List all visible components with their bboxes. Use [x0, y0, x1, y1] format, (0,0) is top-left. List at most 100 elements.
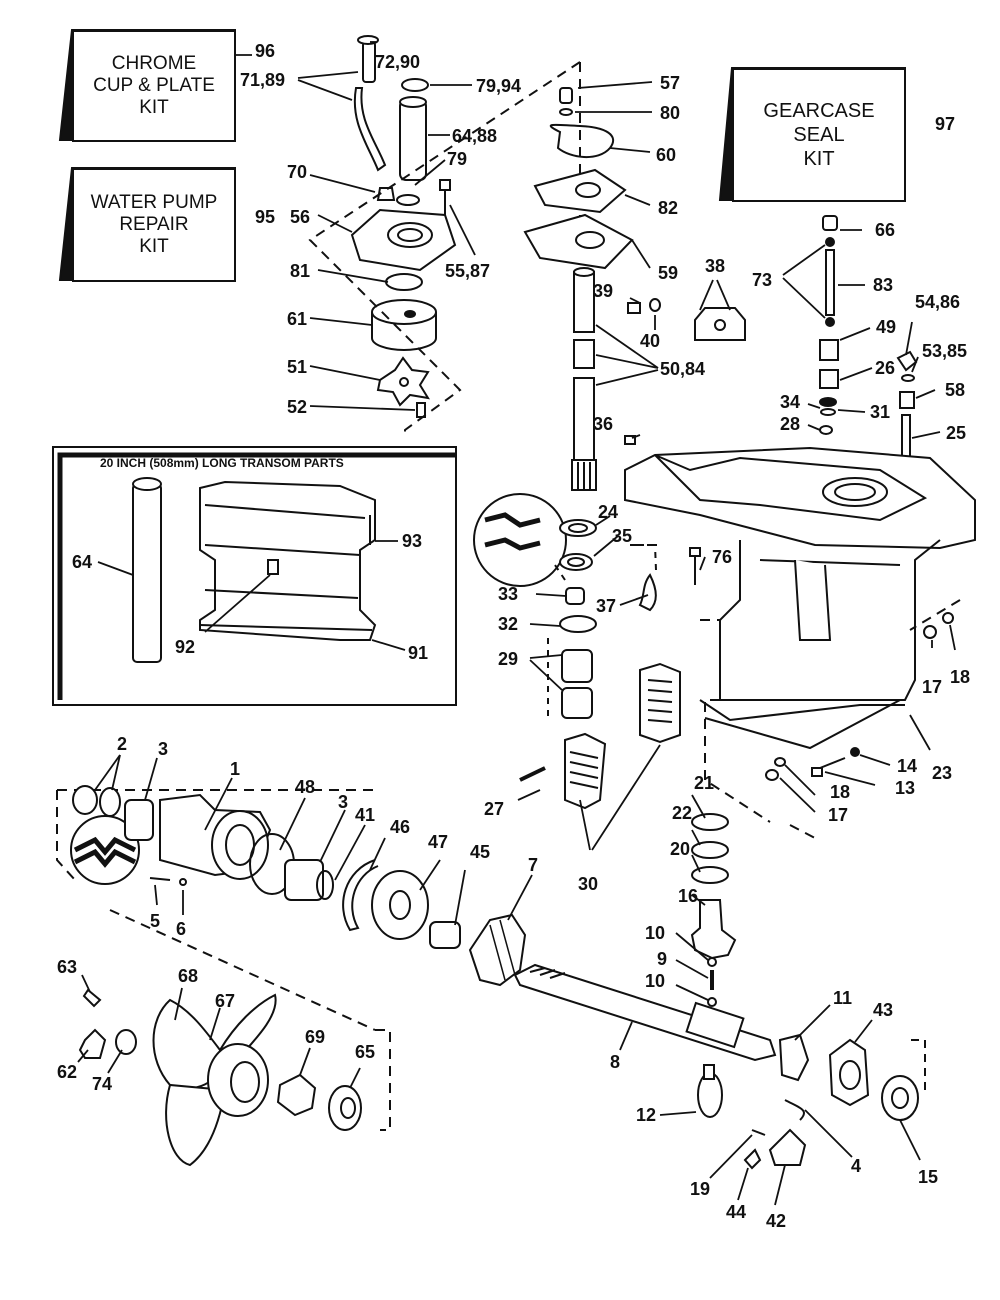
callout-13: 13 — [895, 778, 916, 798]
callout-10b: 10 — [645, 971, 666, 991]
callout-65: 65 — [355, 1042, 376, 1062]
callout-45: 45 — [470, 842, 491, 862]
callout-7: 7 — [528, 855, 539, 875]
callout-19: 19 — [690, 1179, 711, 1199]
water-pump-kit-ref: 95 — [255, 207, 276, 227]
water-pump-kit-line1: WATER PUMP — [90, 192, 218, 213]
callout-79-94: 79,94 — [476, 76, 522, 96]
propeller-shaft — [513, 963, 777, 1062]
callout-3a: 3 — [158, 739, 169, 759]
chrome-kit-ref: 96 — [255, 41, 276, 61]
callout-70: 70 — [287, 162, 308, 182]
callout-39: 39 — [593, 281, 614, 301]
callout-15: 15 — [918, 1167, 939, 1187]
callout-27: 27 — [484, 799, 505, 819]
gearcase-outline — [630, 544, 961, 839]
callout-93: 93 — [402, 531, 423, 551]
callout-56: 56 — [290, 207, 311, 227]
callout-2: 2 — [117, 734, 128, 754]
chrome-kit-line2: CUP & PLATE — [93, 75, 215, 96]
callout-20: 20 — [670, 839, 691, 859]
callout-16: 16 — [678, 886, 699, 906]
callout-17b: 17 — [828, 805, 849, 825]
callout-14: 14 — [897, 756, 918, 776]
bearing-stack — [473, 493, 657, 719]
callout-9: 9 — [657, 949, 668, 969]
water-pump-kit-box: WATER PUMP REPAIR KIT — [72, 168, 236, 282]
callout-44: 44 — [726, 1202, 747, 1222]
callout-58: 58 — [945, 380, 966, 400]
clutch-and-reverse-gear — [697, 1033, 926, 1170]
callout-8: 8 — [610, 1052, 621, 1072]
callout-59: 59 — [658, 263, 679, 283]
callout-42: 42 — [766, 1211, 787, 1231]
callout-73: 73 — [752, 270, 773, 290]
callout-43: 43 — [873, 1000, 894, 1020]
callout-28: 28 — [780, 414, 801, 434]
callout-74: 74 — [92, 1074, 113, 1094]
callout-40: 40 — [640, 331, 661, 351]
callout-69: 69 — [305, 1027, 326, 1047]
callout-35: 35 — [612, 526, 633, 546]
callout-72-90: 72,90 — [375, 52, 421, 72]
callout-67: 67 — [215, 991, 236, 1011]
callout-53-85: 53,85 — [922, 341, 968, 361]
callout-37: 37 — [596, 596, 617, 616]
propeller — [78, 988, 362, 1167]
pinion-assembly — [690, 813, 737, 1007]
transom-panel-title: 20 INCH (508mm) LONG TRANSOM PARTS — [100, 456, 344, 470]
callout-18b: 18 — [830, 782, 851, 802]
callout-80: 80 — [660, 103, 681, 123]
callout-92: 92 — [175, 637, 196, 657]
gearcase-kit-ref: 97 — [935, 114, 956, 134]
callout-51: 51 — [287, 357, 308, 377]
callout-55-87: 55,87 — [445, 261, 491, 281]
callout-36: 36 — [593, 414, 614, 434]
callout-64-88: 64,88 — [452, 126, 498, 146]
callout-21: 21 — [694, 773, 715, 793]
callout-66: 66 — [875, 220, 896, 240]
callout-63: 63 — [57, 957, 78, 977]
callout-91: 91 — [408, 643, 429, 663]
bearing-carrier-assembly — [56, 785, 461, 1131]
callout-4: 4 — [851, 1156, 862, 1176]
water-intake-screens — [564, 662, 681, 810]
callout-6: 6 — [176, 919, 187, 939]
gearcase-housing — [624, 446, 976, 750]
transom-parts — [132, 477, 377, 663]
gearcase-kit-line2: SEAL — [793, 124, 845, 146]
callout-68: 68 — [178, 966, 199, 986]
transom-panel-frame — [52, 446, 457, 706]
callout-30: 30 — [578, 874, 599, 894]
water-pump-kit-line3: KIT — [139, 236, 169, 257]
callout-71-89: 71,89 — [240, 70, 286, 90]
callout-48: 48 — [295, 777, 316, 797]
callout-62: 62 — [57, 1062, 78, 1082]
callout-52: 52 — [287, 397, 308, 417]
callout-50-84: 50,84 — [660, 359, 706, 379]
gearcase-kit-line3: KIT — [803, 148, 835, 170]
chrome-kit-box: CHROME CUP & PLATE KIT — [72, 30, 236, 142]
callout-34: 34 — [780, 392, 801, 412]
callout-38: 38 — [705, 256, 726, 276]
callout-25: 25 — [946, 423, 967, 443]
callout-83: 83 — [873, 275, 894, 295]
callout-64: 64 — [72, 552, 93, 572]
water-pump-assembly — [350, 35, 457, 418]
callout-82: 82 — [658, 198, 679, 218]
gearcase-kit-line1: GEARCASE — [763, 100, 875, 122]
callout-46: 46 — [390, 817, 411, 837]
callout-26: 26 — [875, 358, 896, 378]
callout-23: 23 — [932, 763, 953, 783]
callout-33: 33 — [498, 584, 519, 604]
callout-41: 41 — [355, 805, 376, 825]
callout-61: 61 — [287, 309, 308, 329]
callout-31: 31 — [870, 402, 891, 422]
callout-54-86: 54,86 — [915, 292, 961, 312]
callout-76: 76 — [712, 547, 733, 567]
gearcase-kit-box: GEARCASE SEAL KIT — [732, 68, 906, 202]
callout-49: 49 — [876, 317, 897, 337]
chrome-kit-line3: KIT — [139, 97, 169, 118]
callout-60: 60 — [656, 145, 677, 165]
callout-22: 22 — [672, 803, 693, 823]
